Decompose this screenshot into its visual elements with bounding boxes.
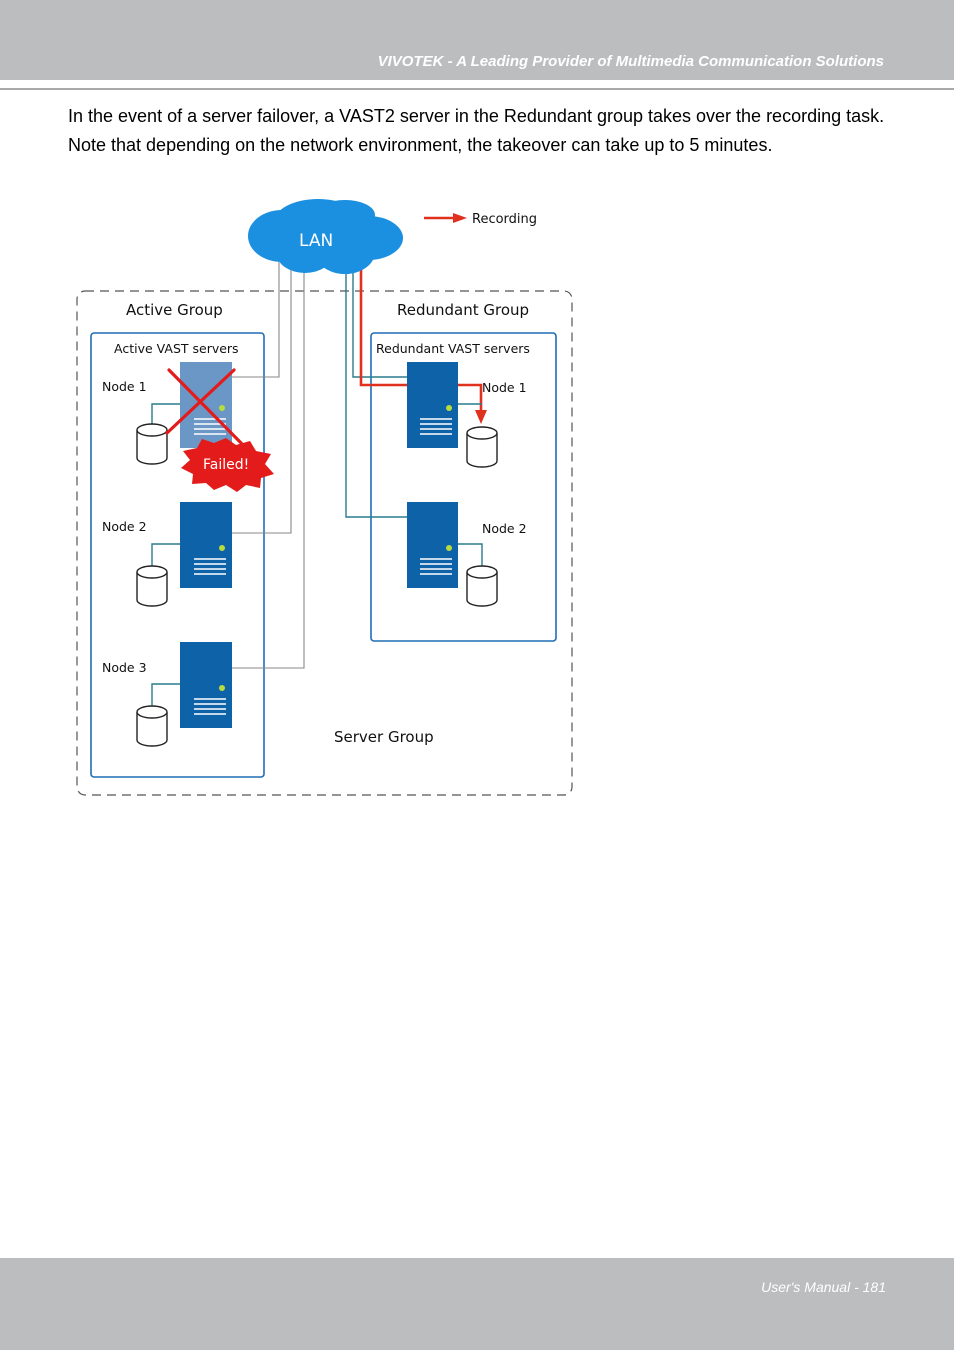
node-label: Node 2 — [102, 519, 147, 534]
node-label: Node 1 — [102, 379, 147, 394]
header-title: VIVOTEK - A Leading Provider of Multimed… — [377, 53, 884, 70]
node-label: Node 3 — [102, 660, 147, 675]
redundant-node-2: Node 2 — [407, 502, 527, 607]
failed-x-icon — [165, 368, 249, 451]
server-icon — [407, 362, 458, 448]
active-node-1: Failed! Node 1 — [102, 362, 274, 492]
active-box-title: Active VAST servers — [114, 341, 239, 356]
lan-links — [232, 262, 305, 669]
disk-icon — [466, 565, 498, 607]
redundant-node-1: Node 1 — [407, 362, 527, 468]
redundant-box-title: Redundant VAST servers — [376, 341, 530, 356]
disk-icon — [136, 705, 168, 747]
page-number: User's Manual - 181 — [761, 1279, 886, 1295]
server-icon — [180, 642, 232, 728]
header-band — [0, 0, 954, 80]
active-node-3: Node 3 — [102, 642, 232, 747]
active-vast-servers-box — [90, 332, 265, 778]
active-group-title: Active Group — [126, 301, 223, 319]
active-node-2: Node 2 — [102, 502, 232, 607]
redundant-links — [345, 262, 407, 518]
disk-icon — [136, 565, 168, 607]
server-icon — [180, 362, 232, 448]
disk-icon — [466, 426, 498, 468]
legend: Recording — [424, 212, 537, 227]
body-paragraph: In the event of a server failover, a VAS… — [68, 106, 885, 155]
recording-arrowhead — [475, 410, 487, 424]
server-group-label: Server Group — [334, 728, 434, 746]
server-group-boundary — [76, 290, 573, 796]
disk-icon — [136, 423, 168, 465]
lan-cloud-icon — [248, 199, 403, 274]
footer-band — [0, 1258, 954, 1350]
legend-label: Recording — [472, 212, 537, 227]
server-icon — [407, 502, 458, 588]
header-rule — [0, 88, 954, 90]
redundant-group-title: Redundant Group — [397, 301, 529, 319]
redundant-vast-servers-box — [370, 332, 557, 642]
failed-label: Failed! — [203, 457, 249, 473]
node-label: Node 2 — [482, 521, 527, 536]
server-icon — [180, 502, 232, 588]
failed-badge — [181, 438, 274, 492]
node-label: Node 1 — [482, 380, 527, 395]
lan-label: LAN — [299, 231, 333, 251]
